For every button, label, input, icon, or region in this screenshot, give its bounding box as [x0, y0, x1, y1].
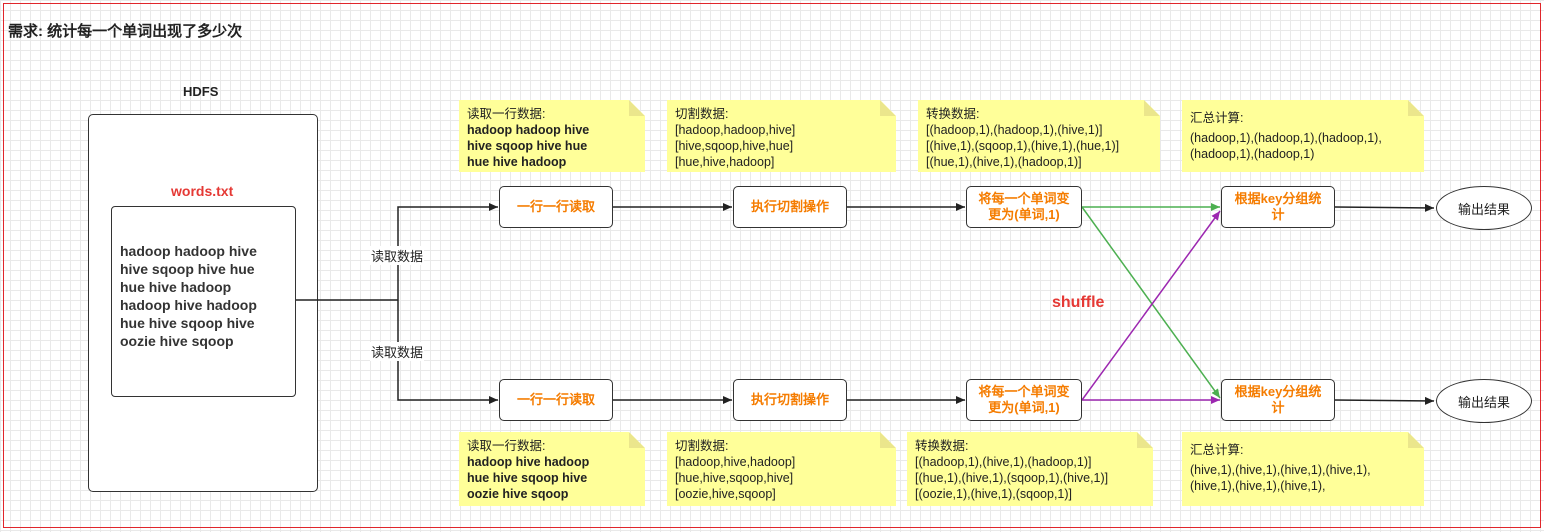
read-line-box-bottom: 一行一行读取	[499, 379, 613, 421]
split-label: 执行切割操作	[750, 392, 829, 407]
output-label: 输出结果	[1457, 394, 1510, 410]
note-line: [hue,hive,hadoop]	[675, 155, 775, 169]
note-line: [hadoop,hadoop,hive]	[675, 123, 796, 137]
output-ellipse-bottom: 输出结果	[1436, 379, 1532, 423]
note-line: [(hive,1),(sqoop,1),(hive,1),(hue,1)]	[926, 139, 1120, 153]
note-heading: 切割数据:	[675, 107, 729, 121]
note-line: [(hue,1),(hive,1),(sqoop,1),(hive,1)]	[915, 471, 1109, 485]
read-data-label-top: 读取数据	[370, 246, 425, 265]
arrow-group-output-bottom	[1334, 396, 1435, 405]
note-line: hue hive hadoop	[467, 155, 567, 169]
convert-label-line2: 更为(单词,1)	[988, 400, 1060, 415]
convert-label-line2: 更为(单词,1)	[988, 207, 1060, 222]
read-connector-bottom	[397, 300, 498, 404]
note-heading: 汇总计算:	[1190, 443, 1244, 457]
read-connector-top	[397, 203, 498, 300]
read-data-label-bottom: 读取数据	[370, 342, 425, 361]
note-convert-bottom: 转换数据: [(hadoop,1),(hive,1),(hadoop,1)] […	[907, 432, 1153, 506]
note-convert-top: 转换数据: [(hadoop,1),(hadoop,1),(hive,1)] […	[918, 100, 1160, 172]
note-line: [(hue,1),(hive,1),(hadoop,1)]	[926, 155, 1082, 169]
note-line: [(hadoop,1),(hive,1),(hadoop,1)]	[915, 455, 1092, 469]
note-line: [oozie,hive,sqoop]	[675, 487, 776, 501]
group-label-line1: 根据key分组统	[1234, 191, 1322, 206]
hdfs-label: HDFS	[183, 84, 219, 99]
output-label: 输出结果	[1457, 201, 1510, 217]
note-heading: 汇总计算:	[1190, 111, 1244, 125]
note-line: (hadoop,1),(hadoop,1)	[1190, 147, 1315, 161]
diagram-frame	[3, 3, 1541, 528]
note-heading: 读取一行数据:	[467, 107, 546, 121]
file-line: hue hive sqoop hive	[120, 315, 255, 331]
shuffle-label: shuffle	[1052, 294, 1105, 311]
note-split-top: 切割数据: [hadoop,hadoop,hive] [hive,sqoop,h…	[667, 100, 896, 172]
convert-box-bottom: 将每一个单词变 更为(单词,1)	[966, 379, 1082, 421]
shuffle-green-cross	[1081, 206, 1221, 399]
group-label-line2: 计	[1271, 207, 1285, 222]
note-heading: 转换数据:	[926, 107, 980, 121]
note-line: hadoop hive hadoop	[467, 455, 590, 469]
group-box-bottom: 根据key分组统 计	[1221, 379, 1335, 421]
note-line: (hive,1),(hive,1),(hive,1),(hive,1),	[1190, 463, 1371, 477]
note-line: [(hadoop,1),(hadoop,1),(hive,1)]	[926, 123, 1103, 137]
note-heading: 读取一行数据:	[467, 439, 546, 453]
note-read-top: 读取一行数据: hadoop hadoop hive hive sqoop hi…	[459, 100, 645, 172]
file-content: hadoop hadoop hive hive sqoop hive hue h…	[120, 242, 257, 350]
file-name-label: words.txt	[171, 183, 234, 199]
read-line-label: 一行一行读取	[516, 199, 595, 214]
note-heading: 转换数据:	[915, 439, 969, 453]
note-line: [hadoop,hive,hadoop]	[675, 455, 796, 469]
note-line: [(oozie,1),(hive,1),(sqoop,1)]	[915, 487, 1073, 501]
split-box-bottom: 执行切割操作	[733, 379, 847, 421]
note-line: hadoop hadoop hive	[467, 123, 590, 137]
convert-label-line1: 将每一个单词变	[978, 384, 1070, 399]
note-line: hive sqoop hive hue	[467, 139, 588, 153]
file-line: hadoop hadoop hive	[120, 243, 257, 259]
group-label-line1: 根据key分组统	[1234, 384, 1322, 399]
read-line-box-top: 一行一行读取	[499, 186, 613, 228]
split-box-top: 执行切割操作	[733, 186, 847, 228]
read-line-label: 一行一行读取	[516, 392, 595, 407]
note-line: oozie hive sqoop	[467, 487, 569, 501]
file-line: oozie hive sqoop	[120, 333, 234, 349]
note-summary-bottom: 汇总计算: (hive,1),(hive,1),(hive,1),(hive,1…	[1182, 432, 1424, 506]
convert-box-top: 将每一个单词变 更为(单词,1)	[966, 186, 1082, 228]
note-line: (hadoop,1),(hadoop,1),(hadoop,1),	[1190, 131, 1382, 145]
note-line: [hue,hive,sqoop,hive]	[675, 471, 794, 485]
note-summary-top: 汇总计算: (hadoop,1),(hadoop,1),(hadoop,1), …	[1182, 100, 1424, 172]
file-box	[111, 206, 296, 397]
file-line: hive sqoop hive hue	[120, 261, 255, 277]
note-split-bottom: 切割数据: [hadoop,hive,hadoop] [hue,hive,sqo…	[667, 432, 896, 506]
note-line: [hive,sqoop,hive,hue]	[675, 139, 794, 153]
group-box-top: 根据key分组统 计	[1221, 186, 1335, 228]
file-line: hadoop hive hadoop	[120, 297, 257, 313]
note-heading: 切割数据:	[675, 439, 729, 453]
arrow-group-output-top	[1334, 203, 1435, 212]
split-label: 执行切割操作	[750, 199, 829, 214]
file-line: hue hive hadoop	[120, 279, 232, 295]
note-line: hue hive sqoop hive	[467, 471, 588, 485]
group-label-line2: 计	[1271, 400, 1285, 415]
shuffle-purple-cross	[1081, 210, 1221, 401]
convert-label-line1: 将每一个单词变	[978, 191, 1070, 206]
diagram-title: 需求: 统计每一个单词出现了多少次	[8, 23, 243, 40]
note-line: (hive,1),(hive,1),(hive,1),	[1190, 479, 1326, 493]
output-ellipse-top: 输出结果	[1436, 186, 1532, 230]
note-read-bottom: 读取一行数据: hadoop hive hadoop hue hive sqoo…	[459, 432, 645, 506]
